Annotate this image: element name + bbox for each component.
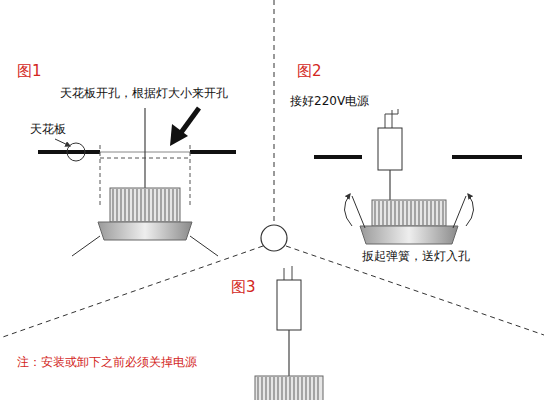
instruction-text: 扳起弹簧，送灯入孔 xyxy=(362,249,470,263)
warning-note: 注：安装或卸下之前必须关掉电源 xyxy=(17,355,197,369)
center-circle xyxy=(261,225,287,251)
figure-number: 图1 xyxy=(17,62,42,80)
part-name: 天花板 xyxy=(30,122,66,136)
figure-number: 图2 xyxy=(297,62,322,80)
instruction-text: 接好220V电源 xyxy=(290,94,369,108)
instruction-text: 天花板开孔，根据灯大小来开孔 xyxy=(60,86,228,100)
panel-divider xyxy=(0,0,544,338)
figure-2 xyxy=(314,109,522,244)
figure-3 xyxy=(255,266,323,400)
figure-number: 图3 xyxy=(231,278,256,296)
figure-1 xyxy=(38,108,236,256)
